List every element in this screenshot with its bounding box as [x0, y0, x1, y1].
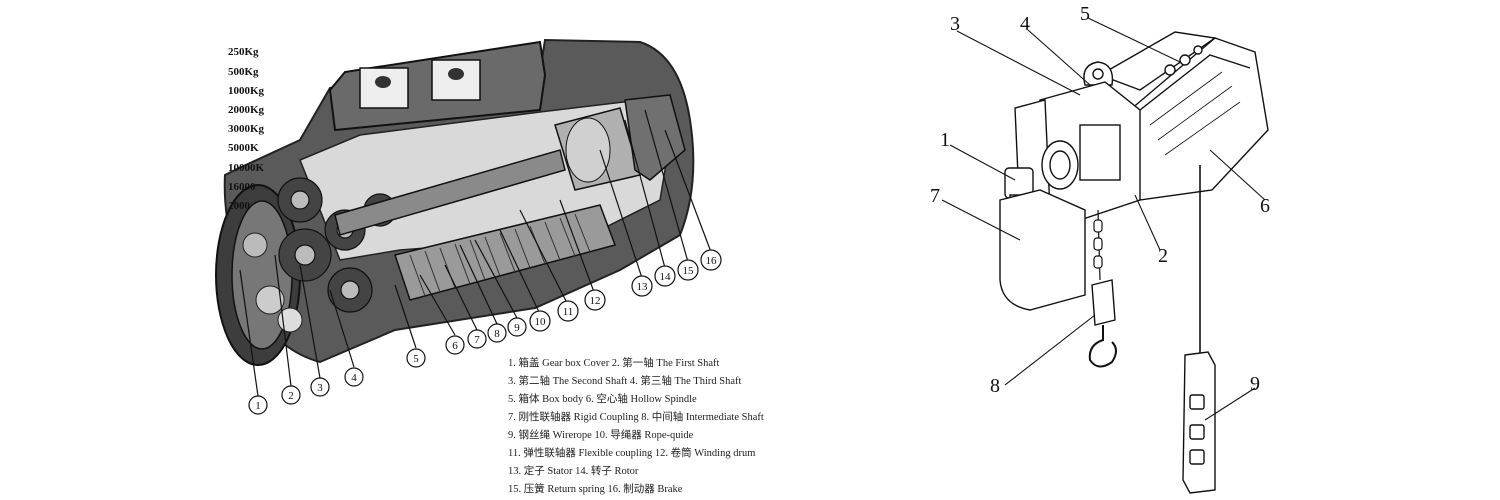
capacity-list: 250Kg 500Kg 1000Kg 2000Kg 3000Kg 5000K 1…: [228, 46, 265, 212]
callout-13: 13: [631, 275, 653, 297]
control-housing: [999, 189, 1086, 311]
load-hook: [1088, 325, 1117, 368]
svg-text:10: 10: [535, 316, 547, 328]
hoist-callout-4: 4: [1020, 13, 1030, 35]
hoist-callout-2: 2: [1158, 245, 1168, 267]
svg-text:6: 6: [452, 340, 458, 352]
legend-line: 13. 定子 Stator 14. 转子 Rotor: [508, 464, 639, 477]
callout-5: 5: [406, 348, 426, 368]
svg-text:2: 2: [288, 390, 294, 402]
svg-text:7: 7: [474, 334, 480, 346]
svg-text:16: 16: [706, 255, 718, 267]
capacity-item: 1000Kg: [228, 85, 265, 97]
svg-text:3: 3: [317, 382, 323, 394]
legend-line: 3. 第二轴 The Second Shaft 4. 第三轴 The Third…: [508, 374, 741, 387]
callout-7: 7: [467, 329, 487, 349]
svg-text:15: 15: [683, 265, 695, 277]
hoist-callout-6: 6: [1260, 195, 1270, 217]
svg-text:14: 14: [660, 271, 672, 283]
svg-text:1: 1: [255, 400, 261, 412]
callout-12: 12: [584, 289, 606, 311]
callout-10: 10: [529, 310, 551, 332]
capacity-item: 500Kg: [228, 66, 259, 78]
hoist-callout-8: 8: [990, 375, 1000, 397]
svg-text:12: 12: [590, 295, 601, 307]
right-leader-lines: [941, 17, 1266, 421]
hoist-callout-7: 7: [930, 185, 940, 207]
capacity-item: 16000: [228, 181, 256, 193]
svg-text:4: 4: [351, 372, 357, 384]
capacity-item: 2000Kg: [228, 104, 265, 116]
hoist-callout-1: 1: [940, 129, 950, 151]
top-plate: [1098, 31, 1217, 91]
callout-3: 3: [310, 377, 330, 397]
capacity-item: 250Kg: [228, 46, 259, 58]
svg-text:5: 5: [413, 353, 419, 365]
right-callouts: 1 2 3 4 5 6 7 8 9: [930, 3, 1270, 397]
hoist-cutaway-drawing: [215, 38, 695, 366]
legend-line: 7. 刚性联轴器 Rigid Coupling 8. 中间轴 Intermedi…: [508, 410, 764, 423]
hook-block: [1091, 279, 1116, 326]
svg-text:11: 11: [563, 306, 574, 318]
hoist-callout-9: 9: [1250, 373, 1260, 395]
capacity-item: 3000Kg: [228, 123, 265, 135]
callout-14: 14: [654, 265, 676, 287]
svg-text:9: 9: [514, 322, 520, 334]
callout-4: 4: [344, 367, 364, 387]
parts-legend: 1. 箱盖 Gear box Cover 2. 第一轴 The First Sh…: [508, 356, 764, 495]
svg-text:13: 13: [637, 281, 649, 293]
chain-hoist-drawing: [999, 31, 1269, 494]
hoist-callout-5: 5: [1080, 3, 1090, 25]
capacity-item: 10000K: [228, 162, 265, 174]
callout-1: 1: [248, 395, 268, 415]
left-callouts: 1 2 3 4 5 6 7 8 9 10 11 12 13 14 15 16: [248, 249, 722, 415]
capacity-item: 2000: [228, 200, 251, 212]
pendant-controller: [1182, 351, 1216, 494]
legend-line: 15. 压簧 Return spring 16. 制动器 Brake: [508, 482, 683, 495]
load-chain: [1093, 209, 1103, 281]
svg-text:8: 8: [494, 328, 500, 340]
callout-9: 9: [507, 317, 527, 337]
callout-16: 16: [700, 249, 722, 271]
callout-8: 8: [487, 323, 507, 343]
legend-line: 1. 箱盖 Gear box Cover 2. 第一轴 The First Sh…: [508, 356, 720, 369]
callout-6: 6: [445, 335, 465, 355]
callout-2: 2: [281, 385, 301, 405]
main-shaft: [334, 149, 566, 236]
legend-line: 11. 弹性联轴器 Flexible coupling 12. 卷筒 Windi…: [508, 446, 755, 459]
hoist-callout-3: 3: [950, 13, 960, 35]
capacity-item: 5000K: [228, 142, 259, 154]
brake-assembly: [624, 94, 686, 181]
callout-15: 15: [677, 259, 699, 281]
left-leader-lines: [239, 109, 712, 397]
callout-11: 11: [557, 300, 579, 322]
legend-line: 5. 箱体 Box body 6. 空心轴 Hollow Spindle: [508, 392, 697, 405]
legend-line: 9. 钢丝绳 Wirerope 10. 导绳器 Rope-quide: [508, 428, 694, 441]
